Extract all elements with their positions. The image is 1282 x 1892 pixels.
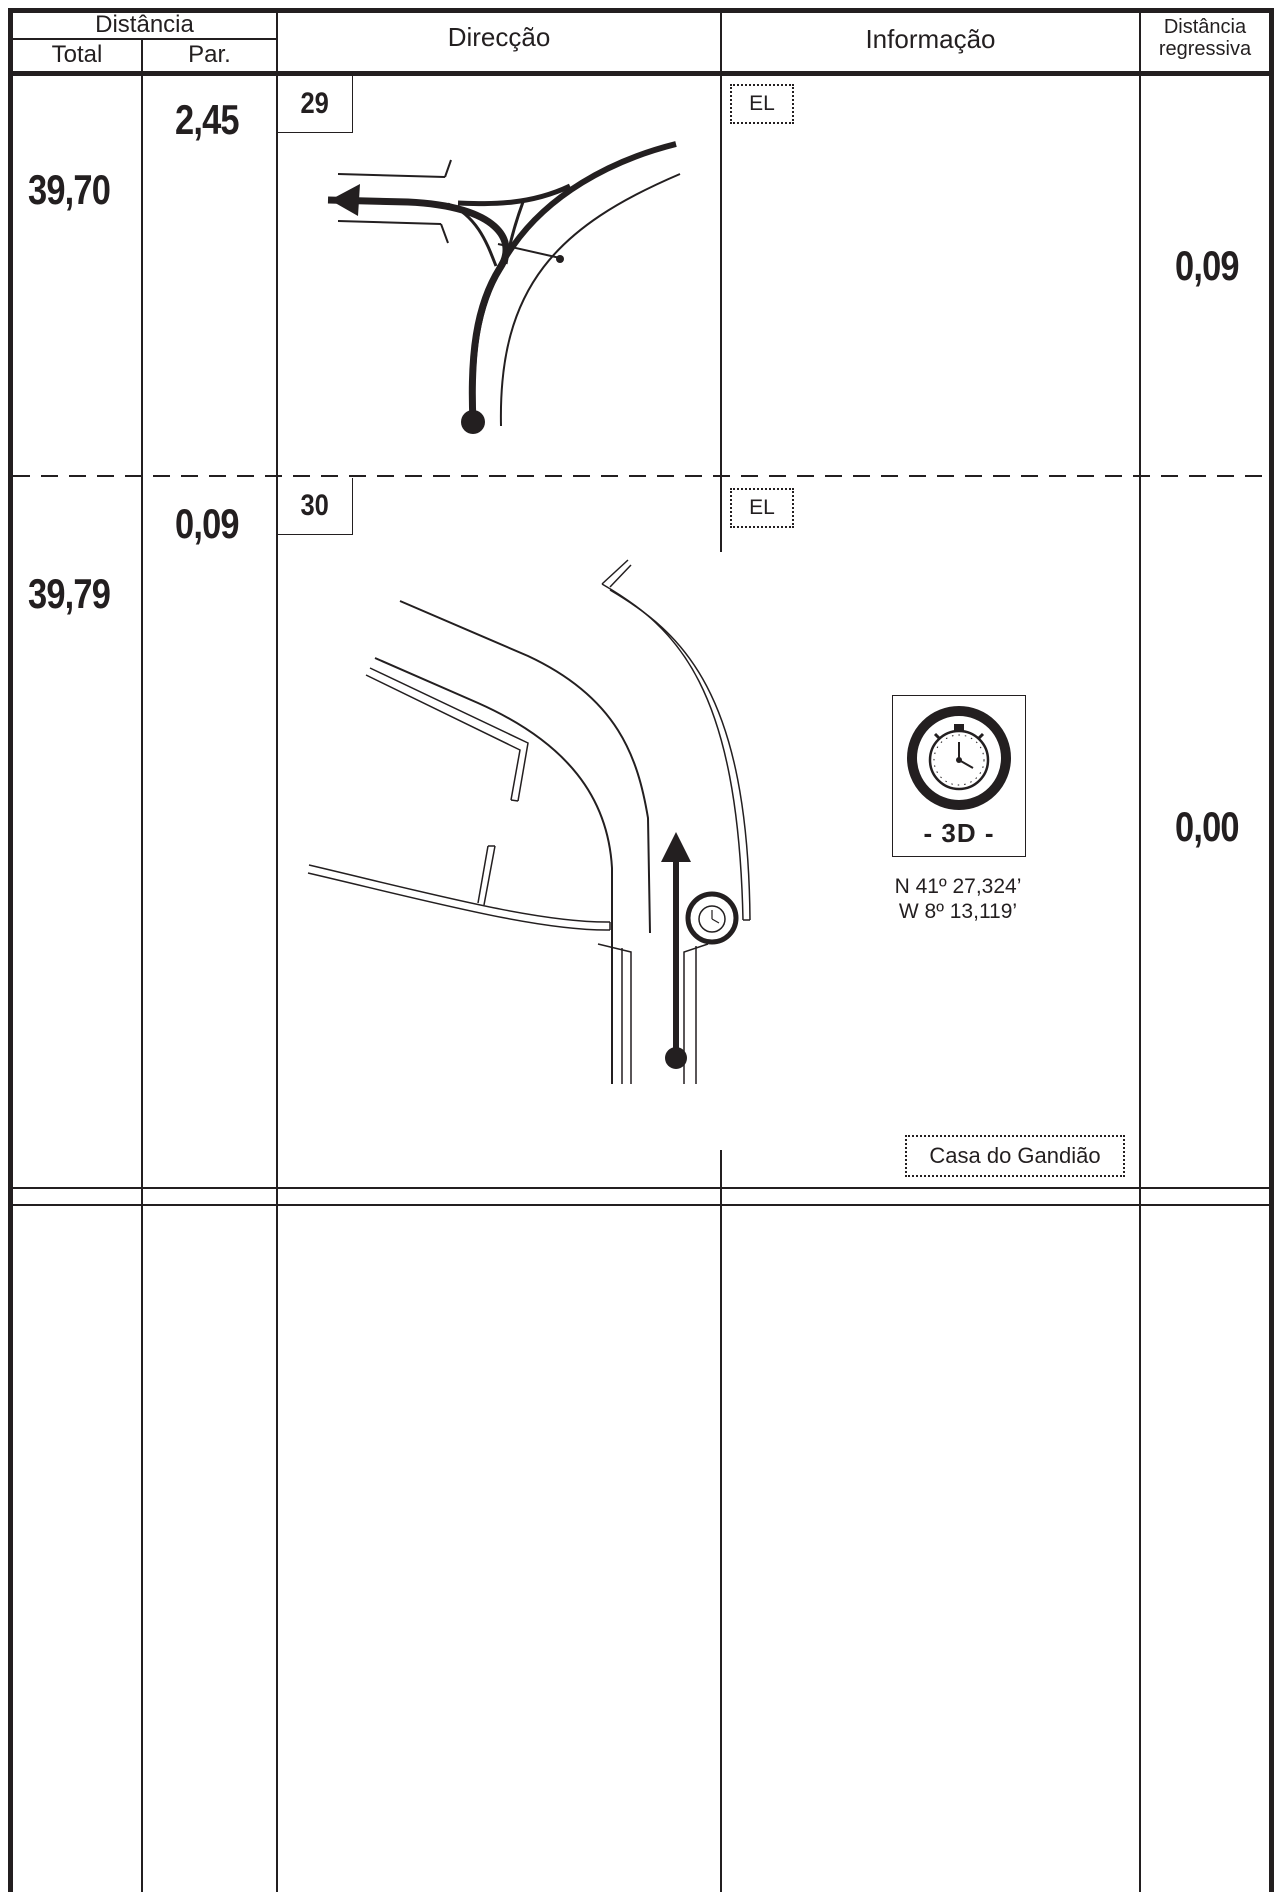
row30-info-tag: EL bbox=[730, 488, 794, 528]
row-separator-dashed bbox=[13, 475, 1269, 477]
header-countdown-line2: regressiva bbox=[1158, 38, 1252, 60]
header-distance: Distância bbox=[95, 11, 194, 38]
straight-with-stopwatch-icon bbox=[307, 559, 751, 1084]
left-fork-turn-icon bbox=[327, 141, 681, 434]
row30-bottom-line-1 bbox=[8, 1187, 1274, 1189]
row30-step-number: 30 bbox=[278, 478, 353, 535]
row30-partial: 0,09 bbox=[175, 500, 240, 547]
row30-bottom-line-2 bbox=[8, 1204, 1274, 1206]
frame-right bbox=[1269, 8, 1274, 1892]
row30-countdown: 0,00 bbox=[1175, 803, 1240, 850]
landmark-tag: Casa do Gandião bbox=[905, 1135, 1125, 1177]
header-countdown-line1: Distância bbox=[1163, 16, 1247, 38]
timing-label: - 3D - bbox=[923, 818, 995, 848]
row29-partial: 2,45 bbox=[175, 96, 240, 143]
row29-total: 39,70 bbox=[28, 166, 111, 213]
header-divider bbox=[8, 71, 1274, 76]
timing-control-box: - 3D - bbox=[892, 695, 1026, 857]
row30-total: 39,79 bbox=[28, 570, 111, 617]
col-divider-direction-lower bbox=[720, 1150, 722, 1892]
row29-step-number: 29 bbox=[278, 76, 353, 133]
col-divider-total bbox=[141, 39, 143, 1892]
header-total: Total bbox=[51, 41, 103, 68]
header-information: Informação bbox=[865, 24, 996, 54]
frame-left bbox=[8, 8, 13, 1892]
header-partial: Par. bbox=[188, 41, 231, 68]
row29-info-tag: EL bbox=[730, 84, 794, 124]
col-divider-info bbox=[1139, 8, 1141, 1892]
gps-coordinate-west: W 8º 13,119’ bbox=[898, 900, 1018, 923]
col-divider-direction bbox=[720, 8, 722, 552]
col-divider-partial bbox=[276, 8, 278, 1892]
frame-top bbox=[8, 8, 1274, 13]
distance-subheader-line bbox=[8, 38, 278, 40]
row29-countdown: 0,09 bbox=[1175, 242, 1240, 289]
header-direction: Direcção bbox=[447, 22, 551, 52]
stopwatch-icon bbox=[907, 706, 1011, 810]
gps-coordinate-north: N 41º 27,324’ bbox=[894, 875, 1022, 898]
